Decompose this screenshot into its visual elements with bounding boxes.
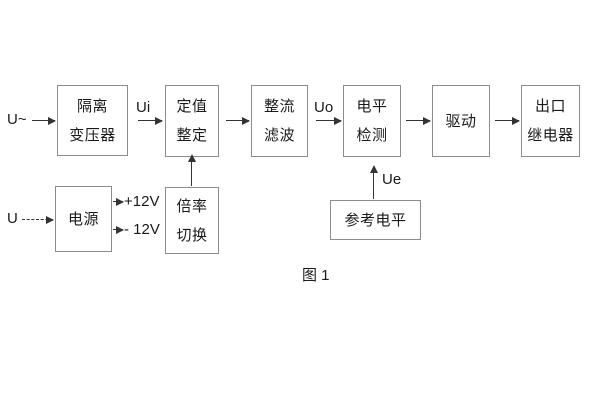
label-signal-ui: Ui xyxy=(136,99,151,116)
block-power-supply: 电源 xyxy=(55,186,112,252)
block-label-line1: 电平 xyxy=(356,98,388,115)
arrow-rectify-to-level xyxy=(316,116,342,125)
block-drive: 驱动 xyxy=(432,85,490,157)
arrow-power-to-neg-12v xyxy=(113,225,124,234)
block-label-line2: 整定 xyxy=(176,127,208,144)
block-label-line1: 倍率 xyxy=(176,197,208,215)
arrow-drive-to-output-relay xyxy=(495,116,520,125)
arrow-level-to-drive xyxy=(406,116,431,125)
arrow-input-dc-to-power xyxy=(22,216,54,224)
arrow-power-to-pos-12v xyxy=(113,197,124,206)
block-label-line1: 电源 xyxy=(67,210,99,228)
block-label-line2: 切换 xyxy=(176,226,208,244)
block-multiplier-switch: 倍率切换 xyxy=(165,187,219,254)
block-output-relay: 出口继电器 xyxy=(521,85,580,157)
block-rectify-filter: 整流滤波 xyxy=(251,85,308,157)
arrow-isolation-to-setting xyxy=(138,116,163,125)
block-label-line1: 出口 xyxy=(534,98,566,115)
block-label-line2: 检测 xyxy=(356,127,388,144)
arrow-input-ac-to-isolation xyxy=(32,116,56,125)
figure-caption: 图 1 xyxy=(302,267,330,284)
block-reference-level: 参考电平 xyxy=(330,200,421,240)
label-signal-ue: Ue xyxy=(382,171,402,188)
label-input-ac: U~ xyxy=(7,111,27,128)
label-signal-uo: Uo xyxy=(314,99,334,116)
label-input-dc: U xyxy=(7,210,18,227)
block-label-line1: 驱动 xyxy=(445,112,477,130)
block-label-line1: 定值 xyxy=(176,98,208,115)
arrow-setting-to-rectify xyxy=(226,116,250,125)
label-rail-neg-12v: - 12V xyxy=(124,221,160,238)
arrow-multiplier-to-setting xyxy=(187,154,196,186)
block-label-line1: 隔离 xyxy=(76,97,108,115)
block-isolation-transformer: 隔离变压器 xyxy=(57,85,128,156)
block-label-line2: 滤波 xyxy=(263,127,295,144)
arrow-reference-to-level-detection xyxy=(369,165,378,199)
block-label-line1: 整流 xyxy=(263,98,295,115)
block-level-detection: 电平检测 xyxy=(343,85,401,157)
block-label-line1: 参考电平 xyxy=(344,211,407,229)
block-label-line2: 继电器 xyxy=(527,127,574,144)
block-label-line2: 变压器 xyxy=(69,126,116,144)
label-rail-pos-12v: +12V xyxy=(124,193,160,210)
block-setting-value: 定值整定 xyxy=(165,85,219,157)
